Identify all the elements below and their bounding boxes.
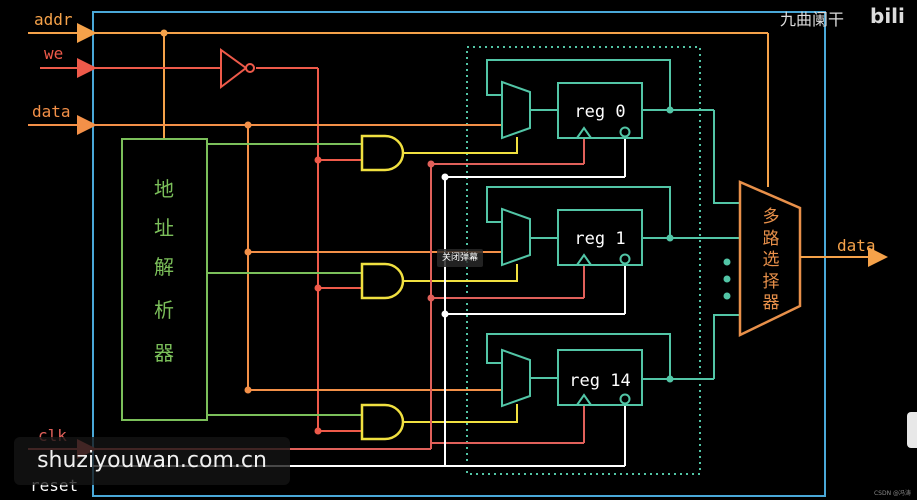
addr-junction xyxy=(160,29,168,37)
we-junction-2 xyxy=(314,427,322,435)
data-junction-1 xyxy=(244,248,252,256)
reset-bubble-1 xyxy=(619,253,631,265)
data-input-label: data xyxy=(32,102,71,121)
data-junction-2 xyxy=(244,386,252,394)
and-gate-0 xyxy=(360,134,405,172)
decoder-char-2: 解 xyxy=(154,255,174,279)
mux-input-wires xyxy=(713,110,740,379)
inverter-bubble xyxy=(245,63,255,73)
reg-out-junction-0 xyxy=(666,106,674,114)
mux-char-0: 多 xyxy=(763,207,780,227)
and-gate-1 xyxy=(360,262,405,300)
ellipsis-dot-0 xyxy=(723,258,731,266)
reg-out-junction-1 xyxy=(666,234,674,242)
we-junction-1 xyxy=(314,284,322,292)
mux-label: 多 路 选 择 器 xyxy=(763,207,780,313)
and-outputs xyxy=(403,137,518,423)
platform-logo: bili xyxy=(870,4,905,28)
clock-triangle-14 xyxy=(576,393,592,406)
data-junction-0 xyxy=(244,121,252,129)
reset-bubble-14 xyxy=(619,393,631,405)
register-row-1: reg 1 xyxy=(486,186,740,267)
reset-junction-1 xyxy=(441,310,449,318)
and-gate-2 xyxy=(360,403,405,441)
decoder-char-3: 析 xyxy=(154,298,174,322)
inverter-gate xyxy=(220,48,248,90)
feedback-loop-14 xyxy=(486,333,671,379)
clock-triangle-0 xyxy=(576,126,592,139)
channel-brand-text: 九曲阑干 xyxy=(780,10,845,29)
mux-char-3: 择 xyxy=(763,272,780,292)
site-watermark-banner: shuziyouwan.com.cn xyxy=(14,437,290,485)
danmu-toggle-button[interactable]: 关闭弹幕 xyxy=(437,249,483,267)
clk-junction-0 xyxy=(427,160,435,168)
we-input-label: we xyxy=(44,44,63,63)
register-row-14: reg 14 xyxy=(486,333,714,408)
ellipsis-dot-1 xyxy=(723,275,731,283)
addr-input-label: addr xyxy=(34,10,73,29)
decoder-char-1: 址 xyxy=(154,216,174,240)
feedback-loop-0 xyxy=(486,59,671,110)
clock-triangle-1 xyxy=(576,253,592,266)
mux-char-4: 器 xyxy=(763,293,780,313)
register-14 xyxy=(557,349,643,406)
mux-char-2: 选 xyxy=(763,250,780,270)
decoder-char-0: 地 xyxy=(154,177,174,201)
address-decoder xyxy=(121,138,208,421)
input-mux-1 xyxy=(501,207,531,267)
input-mux-14 xyxy=(501,348,531,408)
output-mux xyxy=(738,180,802,337)
register-row-0: reg 0 xyxy=(486,59,714,140)
feedback-loop-1 xyxy=(486,186,671,238)
module-frame xyxy=(92,11,826,497)
register-label-0: reg 0 xyxy=(574,102,625,122)
input-mux-0 xyxy=(501,80,531,140)
reg-out-junction-14 xyxy=(666,375,674,383)
data-output-label: data xyxy=(837,236,876,255)
side-scroll-handle[interactable] xyxy=(907,412,917,448)
decoder-char-4: 器 xyxy=(154,341,174,365)
addr-wire xyxy=(93,32,769,187)
decoder-outputs xyxy=(207,143,362,416)
ellipsis-dot-2 xyxy=(723,292,731,300)
reset-junction-0 xyxy=(441,173,449,181)
mux-char-1: 路 xyxy=(763,229,780,249)
csdn-watermark: CSDN @冯涛 xyxy=(873,490,911,497)
decoder-label: 地 址 解 析 器 xyxy=(154,177,174,365)
register-label-14: reg 14 xyxy=(569,371,630,391)
register-label-1: reg 1 xyxy=(574,229,625,249)
reset-bubble-0 xyxy=(619,126,631,138)
we-junction-0 xyxy=(314,156,322,164)
clk-junction-1 xyxy=(427,294,435,302)
